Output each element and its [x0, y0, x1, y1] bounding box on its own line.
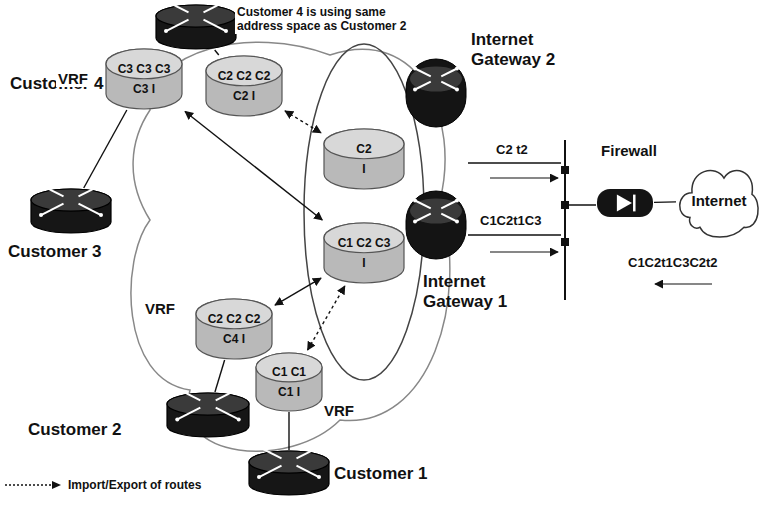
route-arrow [308, 286, 345, 350]
router-label-group: C1 C1 C1 I [255, 352, 323, 412]
internet-gateway: Internet Gateway 1 [405, 190, 530, 320]
customer-router: Customer 3 [8, 188, 138, 268]
route-arrow [275, 278, 321, 305]
hub-router: C2I [323, 128, 405, 190]
route-arrow [185, 111, 322, 220]
return-arrow [655, 283, 712, 284]
vrf-router: C3 C3 C3 C3 I [105, 48, 183, 110]
vrf-label: C1 I [278, 385, 300, 399]
link-line [654, 201, 676, 203]
label-text: C2 t2 [494, 143, 530, 158]
vrf-label: I [362, 162, 365, 176]
hub-router: C1 C2 C3 I [323, 222, 405, 284]
link-line [215, 50, 219, 55]
customer-router: Customer 1 [248, 450, 453, 502]
label-text: VRF [322, 402, 356, 419]
router-icon [195, 298, 273, 360]
router-icon [405, 190, 467, 260]
node-label: Firewall [586, 142, 672, 159]
bus-port [561, 238, 569, 246]
bus-port [561, 166, 569, 174]
router-icon [248, 450, 330, 496]
gateway-link [468, 162, 561, 164]
gateway-arrow [490, 177, 558, 178]
vrf-router: C2 C2 C2 C2 I [205, 55, 283, 117]
router-label-group: C3 C3 C3 C3 I [105, 48, 183, 110]
vrf-label: C2 [356, 142, 371, 156]
gateway-link [468, 234, 561, 236]
label-text: C1C2t1C3C2t2 [626, 256, 720, 271]
legend-line-sample [4, 479, 62, 491]
customer-router: Customer 2 [28, 392, 253, 447]
router-label-group: C2I [323, 128, 405, 190]
node-label: Customer 2 [28, 420, 158, 440]
router-icon [405, 58, 467, 128]
node-label: Internet Gateway 1 [423, 272, 527, 311]
vrf-router: C2 C2 C2 C4 I [195, 298, 273, 360]
legend: Import/Export of routes [4, 478, 201, 492]
label-text: VRF [56, 70, 90, 87]
router-label-group: C1 C2 C3 I [323, 222, 405, 284]
router-icon [166, 392, 250, 438]
lan-bus [564, 140, 566, 300]
legend-text: Import/Export of routes [68, 478, 201, 492]
router-icon [323, 128, 405, 190]
internet-cloud: Internet [676, 160, 762, 242]
link-line [288, 412, 289, 450]
vrf-label: C2 I [233, 89, 255, 103]
vrf-label: C1 C2 C3 [338, 236, 391, 250]
provider-cloud [131, 42, 450, 451]
router-label-group: C2 C2 C2 C2 I [205, 55, 283, 117]
internet-gateway: Internet Gateway 2 [405, 30, 575, 130]
router-icon [205, 55, 283, 117]
vrf-label: I [362, 256, 365, 270]
router-icon [323, 222, 405, 284]
vrf-label: C1 C1 [272, 365, 306, 379]
router-icon [155, 4, 237, 50]
node-label: Internet [676, 192, 762, 209]
link-line [84, 110, 127, 188]
router-icon [255, 352, 323, 412]
vrf-label: C3 I [133, 82, 155, 96]
label-text: C1C2t1C3 [478, 214, 543, 229]
node-label: Customer 3 [8, 242, 133, 262]
vrf-label: C2 C2 C2 [208, 312, 261, 326]
node-label: Customer 1 [334, 464, 452, 484]
link-line [215, 360, 225, 392]
vrf-label: C3 C3 C3 [118, 62, 171, 76]
router-icon [30, 188, 112, 234]
gateway-arrow [490, 251, 558, 252]
vrf-router: C1 C1 C1 I [255, 352, 323, 412]
vrf-label: C2 C2 C2 [218, 69, 271, 83]
vrf-label: C4 I [223, 332, 245, 346]
bus-to-firewall [565, 204, 596, 206]
note-text: Customer 4 is using same address space a… [235, 6, 417, 34]
node-label: Internet Gateway 2 [471, 30, 575, 69]
route-arrow [285, 111, 321, 133]
firewall: Firewall [586, 142, 672, 222]
router-label-group: C2 C2 C2 C4 I [195, 298, 273, 360]
firewall-icon [596, 188, 654, 218]
label-text: VRF [143, 300, 177, 317]
router-icon [105, 48, 183, 110]
